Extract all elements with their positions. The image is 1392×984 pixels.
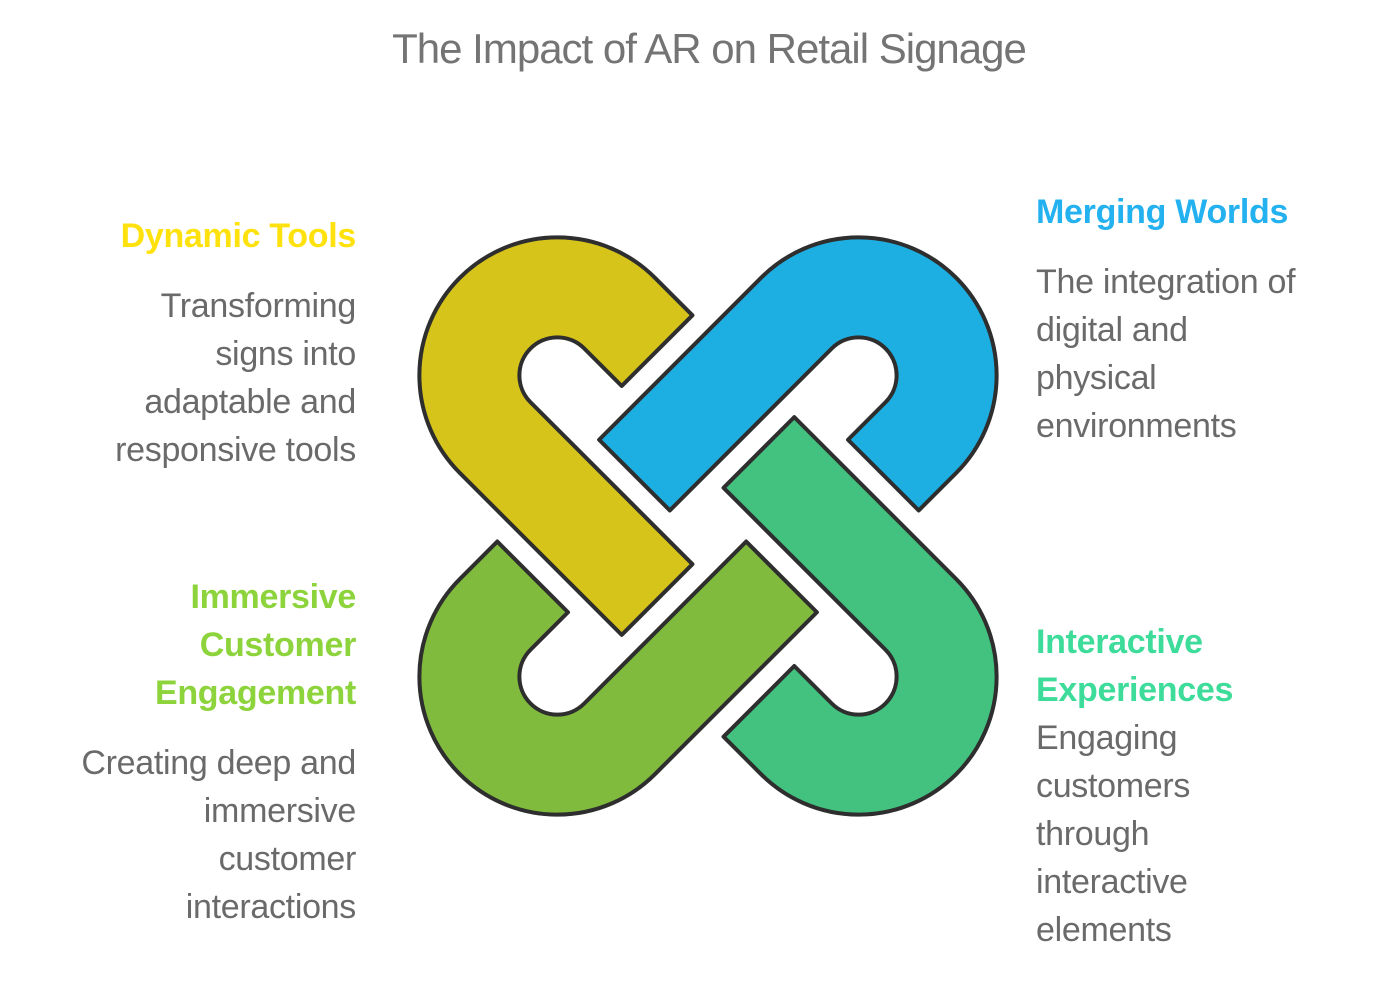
section-interactive-experiences: Interactive Experiences Engaging custome… — [1036, 618, 1392, 954]
section-heading: Dynamic Tools — [120, 217, 357, 255]
section-merging-worlds: Merging Worlds The integration of digita… — [1036, 188, 1392, 450]
section-dynamic-tools: Dynamic Tools Transforming signs into ad… — [0, 212, 356, 474]
section-body: Engaging customers through interactive e… — [1036, 719, 1191, 949]
section-heading: Merging Worlds — [1036, 193, 1289, 231]
section-immersive-customer-engagement: Immersive Customer Engagement Creating d… — [0, 573, 356, 931]
page-title: The Impact of AR on Retail Signage — [392, 25, 1027, 72]
section-body: Creating deep and immersive customer int… — [81, 744, 356, 926]
section-body: Transforming signs into adaptable and re… — [115, 287, 356, 469]
knot-diagram — [408, 226, 1008, 826]
section-heading: Interactive Experiences — [1036, 623, 1234, 709]
section-heading: Immersive Customer Engagement — [154, 578, 356, 712]
section-body: The integration of digital and physical … — [1036, 263, 1296, 445]
